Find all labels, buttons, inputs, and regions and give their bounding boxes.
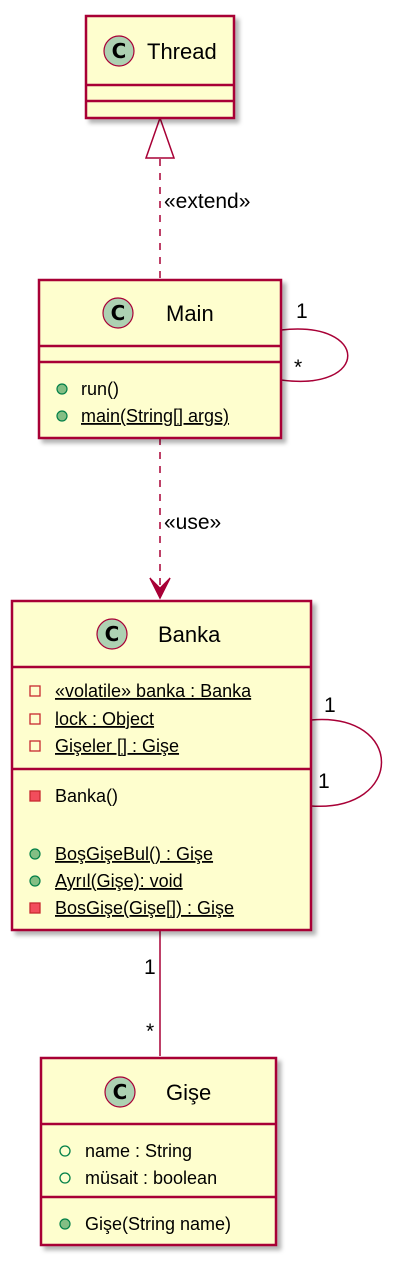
class-banka[interactable]: C Banka «volatile» banka : Banka lock : … bbox=[10, 599, 313, 932]
class-badge-icon bbox=[96, 618, 128, 650]
class-gise[interactable]: C Gişe name : String müsait : boolean Gi… bbox=[39, 1056, 278, 1247]
class-gise-name: Gişe bbox=[166, 1080, 211, 1105]
class-thread-name: Thread bbox=[147, 39, 217, 64]
private-method-icon bbox=[29, 902, 41, 914]
class-thread[interactable]: C Thread bbox=[84, 14, 236, 120]
class-banka-name: Banka bbox=[158, 622, 221, 647]
banka-self-mult-top: 1 bbox=[324, 694, 336, 717]
field-lock: lock : Object bbox=[55, 709, 154, 729]
banka-self-mult-bottom: 1 bbox=[318, 770, 330, 793]
banka-gise-association: 1 * bbox=[144, 930, 161, 1056]
public-field-icon bbox=[59, 1172, 71, 1184]
private-field-icon bbox=[29, 685, 41, 697]
method-gise-constructor: Gişe(String name) bbox=[85, 1214, 231, 1234]
use-relation: «use» bbox=[149, 438, 221, 600]
method-bosgisebul: BoşGişeBul() : Gişe bbox=[55, 844, 213, 864]
main-self-association: 1 * bbox=[280, 300, 349, 383]
public-method-icon bbox=[59, 1218, 71, 1230]
class-badge-letter: C bbox=[112, 39, 127, 63]
method-main: main(String[] args) bbox=[81, 406, 229, 426]
class-main[interactable]: C Main run() main(String[] args) bbox=[37, 278, 283, 440]
public-field-icon bbox=[59, 1145, 71, 1157]
class-badge-letter: C bbox=[111, 301, 126, 325]
class-main-name: Main bbox=[166, 301, 214, 326]
banka-gise-mult-gise: * bbox=[146, 1020, 154, 1043]
banka-self-association: 1 1 bbox=[310, 694, 383, 807]
field-musait: müsait : boolean bbox=[85, 1168, 217, 1188]
field-giseler: Gişeler [] : Gişe bbox=[55, 736, 179, 756]
main-self-mult-top: 1 bbox=[296, 300, 308, 323]
use-label: «use» bbox=[164, 511, 221, 534]
main-self-mult-bottom: * bbox=[294, 356, 302, 379]
class-badge-icon bbox=[104, 1076, 136, 1108]
class-badge-letter: C bbox=[113, 1080, 128, 1104]
private-field-icon bbox=[29, 740, 41, 752]
method-ayril: Ayrıl(Gişe): void bbox=[55, 871, 183, 891]
method-run: run() bbox=[81, 379, 119, 399]
class-badge-icon bbox=[103, 35, 135, 67]
public-method-icon bbox=[56, 383, 68, 395]
field-name: name : String bbox=[85, 1141, 192, 1161]
extend-arrowhead bbox=[144, 115, 176, 159]
public-method-icon bbox=[56, 410, 68, 422]
field-banka: «volatile» banka : Banka bbox=[55, 681, 252, 701]
public-method-icon bbox=[29, 848, 41, 860]
class-badge-letter: C bbox=[105, 622, 120, 646]
private-field-icon bbox=[29, 713, 41, 725]
banka-gise-mult-banka: 1 bbox=[144, 956, 156, 979]
extend-label: «extend» bbox=[164, 190, 250, 213]
method-bosgise: BosGişe(Gişe[]) : Gişe bbox=[55, 898, 234, 918]
class-badge-icon bbox=[102, 297, 134, 329]
private-method-icon bbox=[29, 790, 41, 802]
method-banka-constructor: Banka() bbox=[55, 786, 118, 806]
extend-relation: «extend» bbox=[144, 115, 250, 278]
public-method-icon bbox=[29, 875, 41, 887]
